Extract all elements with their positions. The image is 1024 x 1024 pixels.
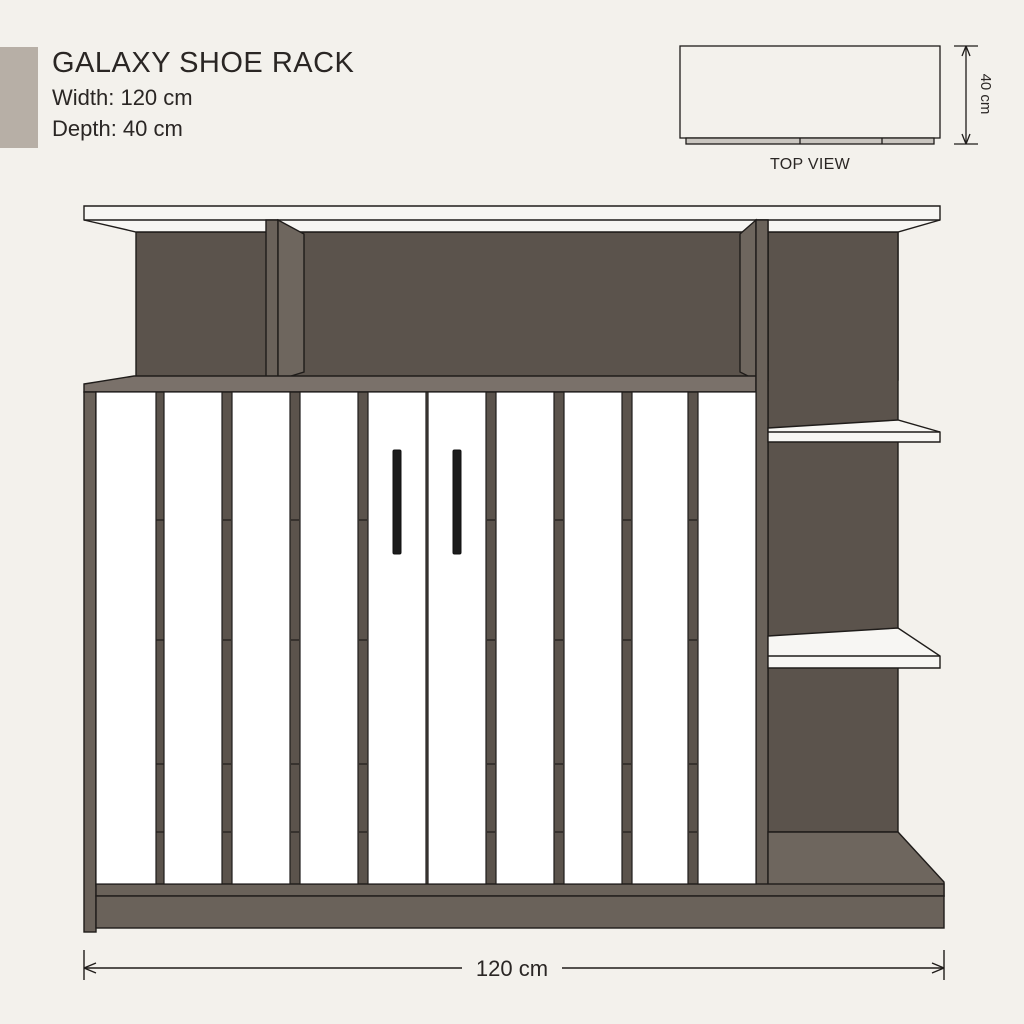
depth-arrow-top <box>961 45 971 57</box>
door-slat <box>495 391 555 885</box>
top-view-outline <box>679 45 941 139</box>
depth-spec: Depth: 40 cm <box>52 116 183 141</box>
side-shelf-lower <box>767 627 941 669</box>
top-panel <box>83 205 941 233</box>
door-slat <box>631 391 689 885</box>
width-dimension-label: 120 cm <box>462 954 562 984</box>
door-slat <box>563 391 623 885</box>
door-slats <box>95 391 757 885</box>
upper-divider-left <box>265 219 279 381</box>
door-slat <box>231 391 291 885</box>
top-view-label: TOP VIEW <box>769 156 851 173</box>
top-view-base <box>685 137 935 145</box>
plinth-top <box>95 883 945 897</box>
door-slat <box>163 391 223 885</box>
door-handle-right[interactable] <box>452 449 462 555</box>
door-slat <box>697 391 757 885</box>
upper-divider-right-side <box>739 218 757 382</box>
depth-arrow-bottom <box>961 133 971 145</box>
right-vertical-panel <box>755 219 769 887</box>
left-side-panel <box>83 391 97 933</box>
upper-divider-left-side <box>277 218 305 381</box>
door-slat <box>299 391 359 885</box>
title-block: GALAXY SHOE RACK Width: 120 cm Depth: 40… <box>52 44 354 144</box>
door-handle-left[interactable] <box>392 449 402 555</box>
top-view-diagram <box>679 45 978 145</box>
product-title: GALAXY SHOE RACK <box>52 47 355 79</box>
right-column-back <box>767 231 899 833</box>
width-arrow-left <box>83 962 97 974</box>
accent-bar <box>0 47 38 148</box>
depth-dimension-label: 40 cm <box>977 73 994 115</box>
width-spec: Width: 120 cm <box>52 85 193 110</box>
side-shelf-upper <box>767 419 941 443</box>
door-slat <box>95 391 157 885</box>
plinth <box>95 895 945 929</box>
door-handles <box>392 449 462 555</box>
middle-shelf <box>83 375 757 393</box>
width-arrow-right <box>931 962 945 974</box>
